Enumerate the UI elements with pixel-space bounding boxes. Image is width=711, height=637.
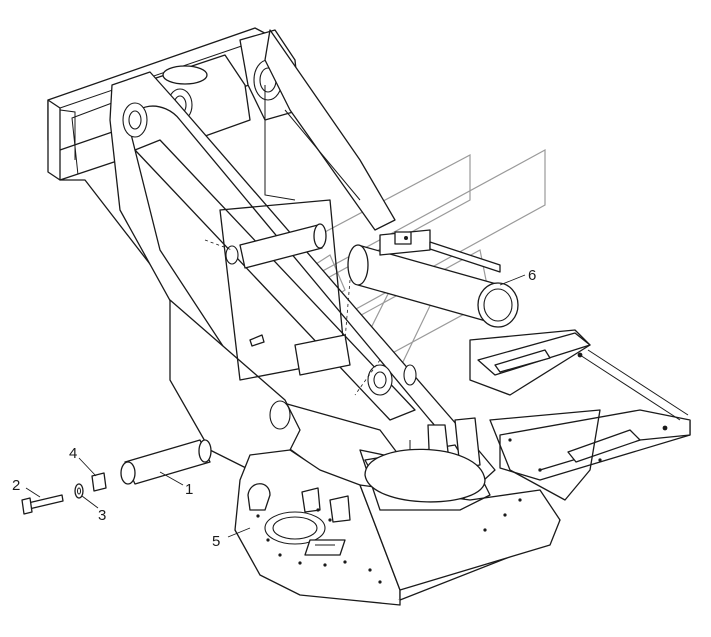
pivot-pin bbox=[120, 439, 212, 485]
front-frame bbox=[469, 329, 691, 501]
callout-6: 6 bbox=[528, 267, 536, 284]
callout-2: 2 bbox=[12, 477, 20, 494]
callout-3: 3 bbox=[98, 507, 106, 524]
callout-1: 1 bbox=[185, 481, 193, 498]
hydraulic-cylinder bbox=[347, 229, 519, 328]
retaining-plate bbox=[91, 472, 107, 492]
callout-labels: 1 2 3 4 5 6 bbox=[12, 267, 536, 550]
callout-4: 4 bbox=[69, 445, 77, 462]
callout-5: 5 bbox=[212, 533, 220, 550]
bolt bbox=[21, 494, 64, 515]
callout-leaders bbox=[25, 274, 526, 538]
cross-tube bbox=[239, 223, 327, 269]
slewing-base-plate bbox=[234, 448, 561, 606]
base-plate-bolt-holes bbox=[256, 438, 542, 584]
washer bbox=[74, 483, 84, 499]
